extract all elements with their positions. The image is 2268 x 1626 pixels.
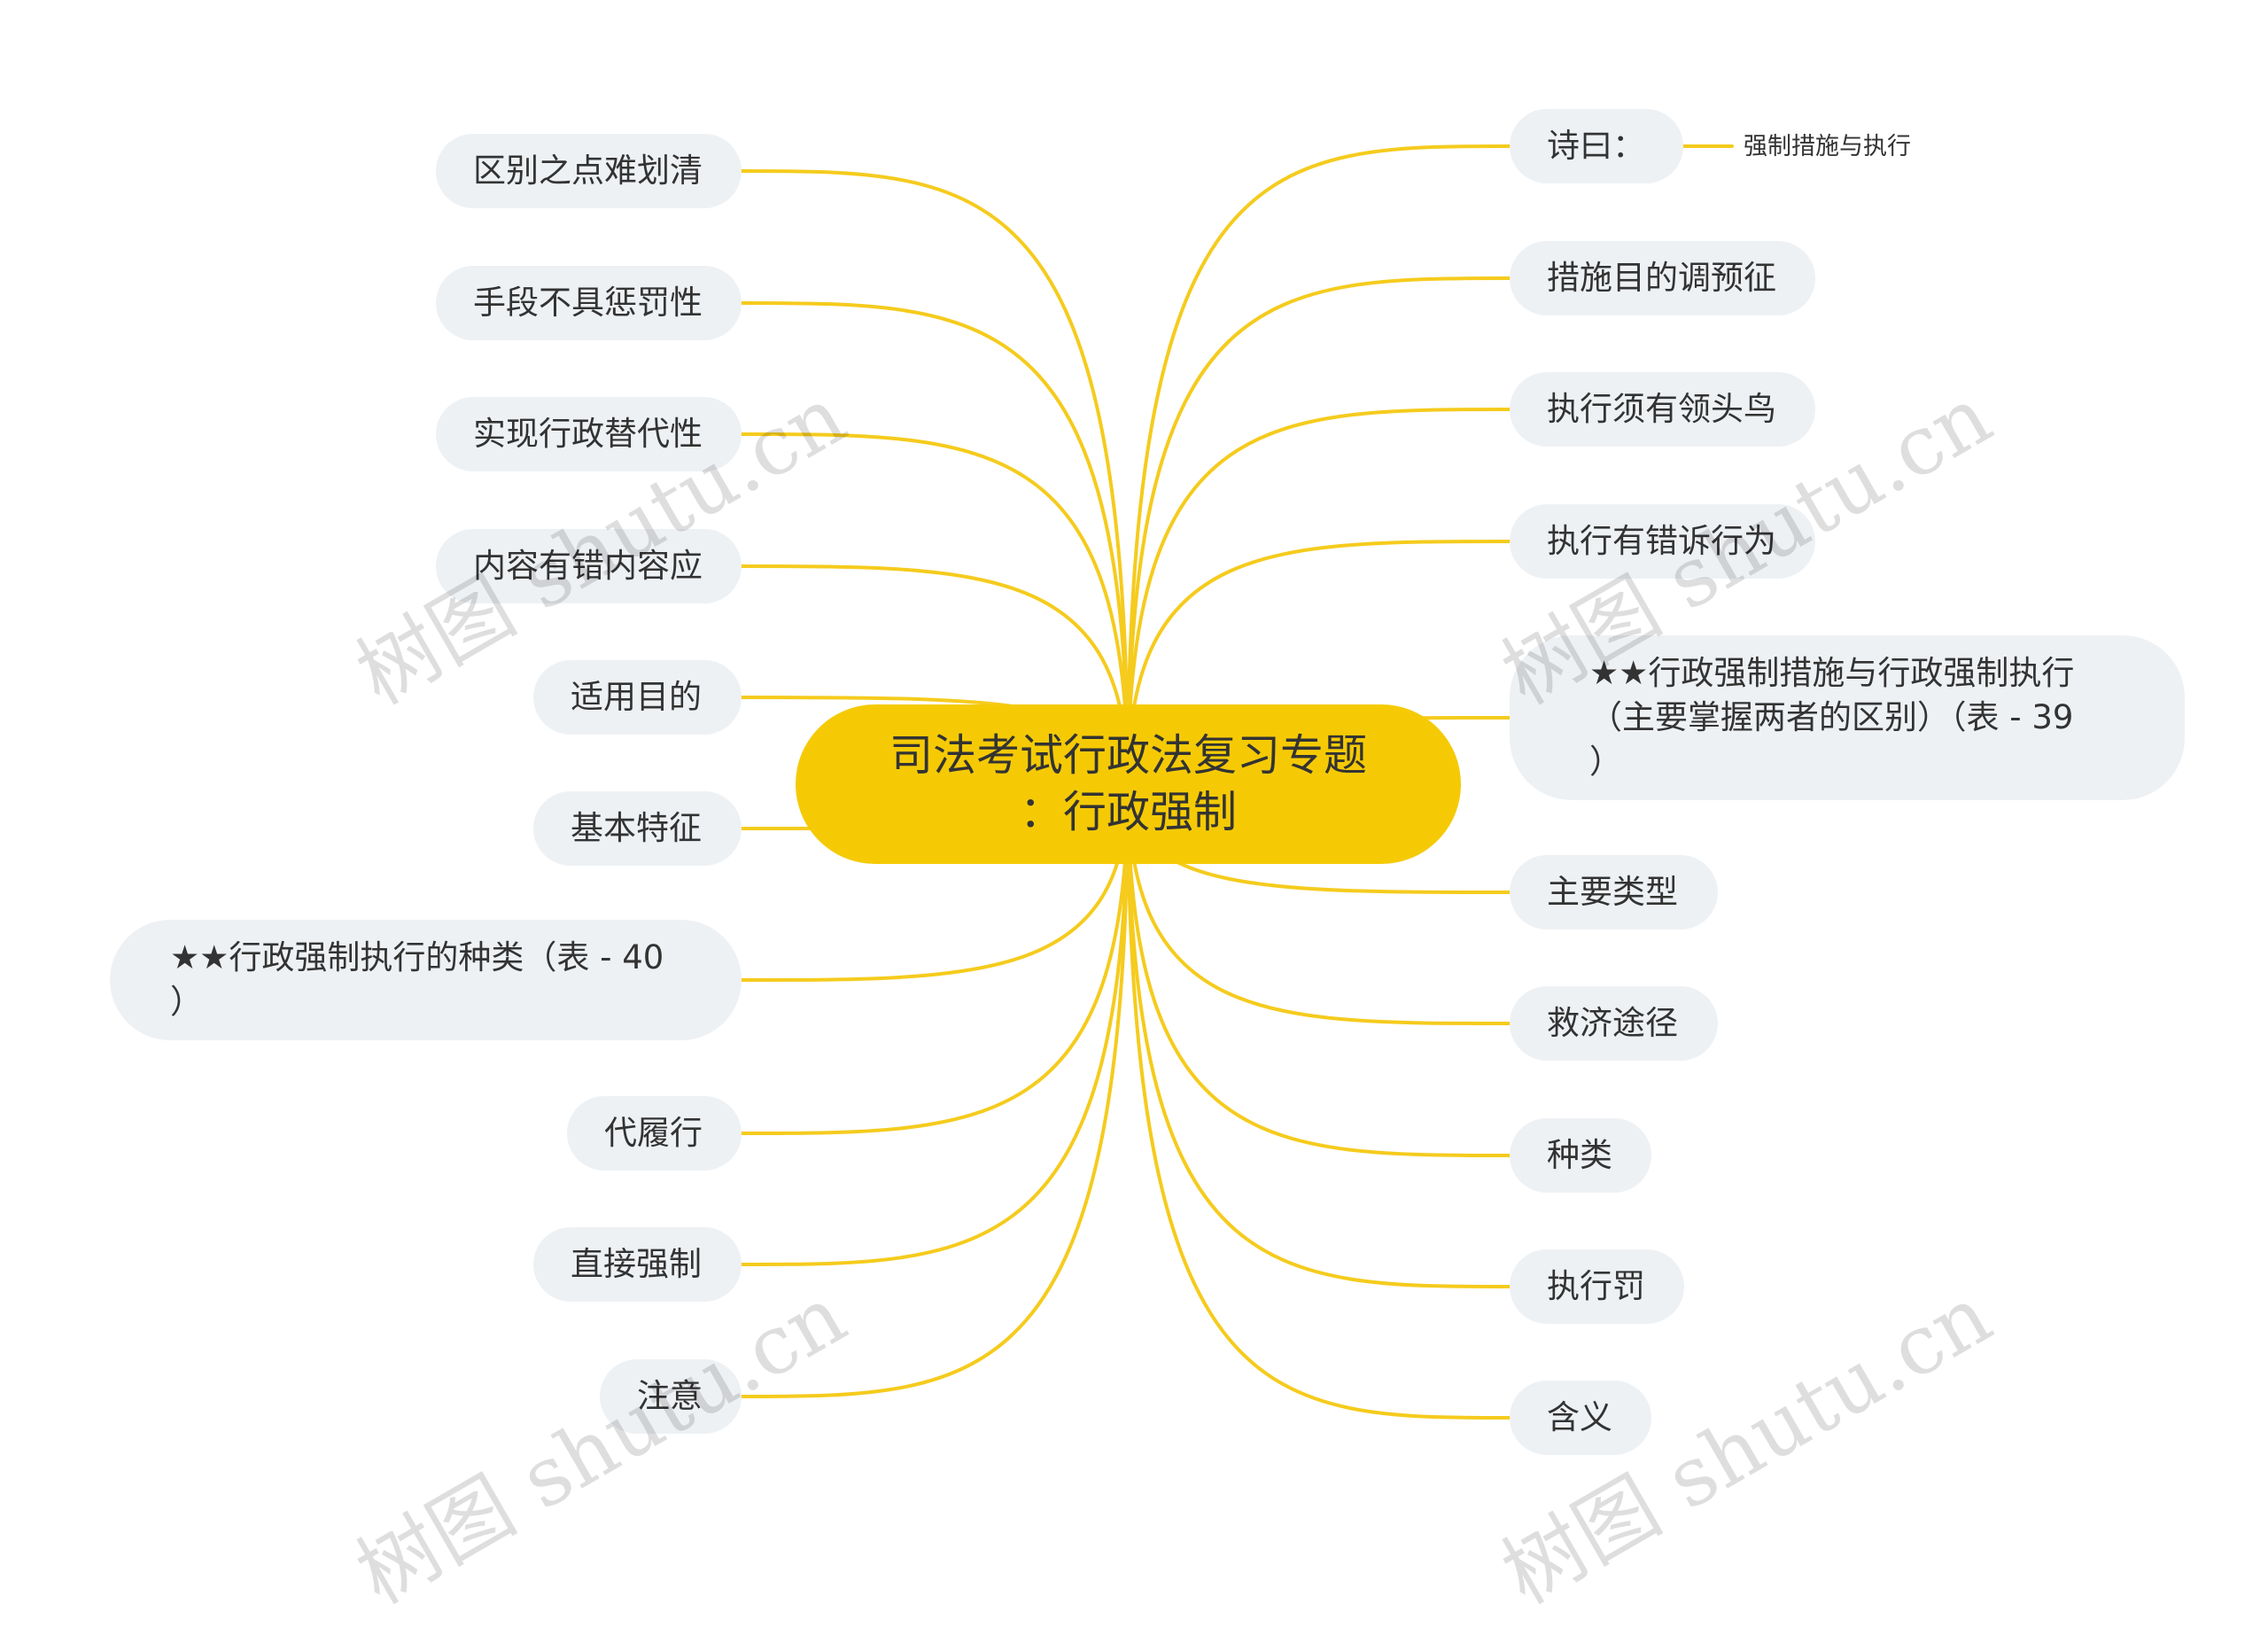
node-label: 执行罚 (1547, 1267, 1645, 1305)
left-node-direct-enforcement[interactable]: 直接强制 (533, 1227, 742, 1302)
right-branch-connector (1126, 144, 1511, 786)
subnode-label: 强制措施与执行 (1744, 133, 1911, 160)
mind-map: 司法考试行政法复习专题 ：行政强制 区别之点难划清 手段不具惩罚性 实现行政替代… (110, 109, 2185, 1622)
central-topic[interactable]: 司法考试行政法复习专题 ：行政强制 (796, 704, 1461, 864)
node-label: 救济途径 (1547, 1004, 1678, 1042)
node-label: 区别之点难划清 (473, 152, 703, 190)
node-label: 基本特征 (571, 809, 702, 847)
node-label: 执行有错诉行为 (1547, 522, 1776, 560)
right-branch-connector (1126, 782, 1511, 1025)
right-node-measure-purpose[interactable]: 措施目的调预征 (1510, 241, 1815, 315)
node-label: 主要类型 (1547, 873, 1678, 911)
node-label-line-1: ★★行政强制措施与行政强制执行 (1589, 654, 2075, 692)
node-label: 措施目的调预征 (1547, 259, 1776, 297)
node-label-line-3: ） (1589, 743, 1622, 781)
right-branch-connector (1126, 782, 1511, 1157)
node-label: 代履行 (604, 1114, 703, 1152)
right-node-execution-leader[interactable]: 执行须有领头鸟 (1510, 372, 1815, 447)
node-label: 适用目的 (571, 678, 702, 716)
right-node-remedies[interactable]: 救济途径 (1510, 986, 1718, 1061)
subnode-measures-and-execution[interactable]: 强制措施与执行 (1744, 132, 1911, 162)
left-node-distinction[interactable]: 区别之点难划清 (436, 134, 742, 208)
central-topic-line-2: ：行政强制 (1019, 787, 1237, 837)
left-node-notes[interactable]: 注意 (600, 1359, 742, 1434)
left-branch-connector (740, 564, 1130, 786)
left-node-basic-features[interactable]: 基本特征 (533, 791, 742, 866)
node-label: 手段不具惩罚性 (473, 284, 703, 322)
left-node-non-punitive[interactable]: 手段不具惩罚性 (436, 266, 742, 340)
left-branch-connector (740, 782, 1130, 1266)
right-node-measures-vs-execution[interactable]: ★★行政强制措施与行政强制执行 （主要掌握两者的区别）（表 - 39 ） (1510, 635, 2185, 800)
node-label-line-2: ） (170, 983, 203, 1021)
left-branch-connector (740, 301, 1130, 786)
left-branch-connector (740, 782, 1130, 1135)
node-label-line-2: （主要掌握两者的区别）（表 - 39 (1589, 698, 2074, 736)
left-node-enforcement-types[interactable]: ★★行政强制执行的种类（表 - 40 ） (110, 920, 742, 1040)
left-branch-connector (740, 782, 1130, 1398)
right-branch-connector (1126, 276, 1511, 786)
node-label: 执行须有领头鸟 (1547, 390, 1776, 428)
node-label: 注意 (637, 1377, 703, 1415)
node-label: 内容有错内容应 (473, 547, 703, 585)
left-branch-connector (740, 432, 1130, 786)
left-node-substitute-performance[interactable]: 代履行 (567, 1096, 742, 1171)
right-branch-connector (1126, 408, 1511, 786)
right-branch-connector (1126, 540, 1511, 786)
right-node-kinds[interactable]: 种类 (1510, 1118, 1651, 1193)
left-node-content-error[interactable]: 内容有错内容应 (436, 529, 742, 603)
node-label: 实现行政替代性 (473, 415, 703, 453)
right-node-execution-penalty[interactable]: 执行罚 (1510, 1249, 1684, 1324)
right-node-execution-error[interactable]: 执行有错诉行为 (1510, 504, 1815, 579)
right-branch-connector (1126, 782, 1511, 1288)
node-label-line-1: ★★行政强制执行的种类（表 - 40 (170, 938, 664, 976)
node-label: 种类 (1547, 1136, 1612, 1174)
left-node-substitution[interactable]: 实现行政替代性 (436, 397, 742, 471)
node-label: 诗曰： (1547, 127, 1645, 165)
right-branch-connector (1126, 782, 1511, 1420)
left-node-purpose[interactable]: 适用目的 (533, 660, 742, 735)
right-node-meaning[interactable]: 含义 (1510, 1381, 1651, 1455)
node-label: 含义 (1547, 1398, 1612, 1436)
right-node-main-types[interactable]: 主要类型 (1510, 855, 1718, 930)
left-branch-connector (740, 169, 1130, 786)
node-label: 直接强制 (571, 1245, 702, 1283)
central-topic-line-1: 司法考试行政法复习专题 (889, 730, 1367, 781)
right-node-poem[interactable]: 诗曰： (1510, 109, 1683, 183)
